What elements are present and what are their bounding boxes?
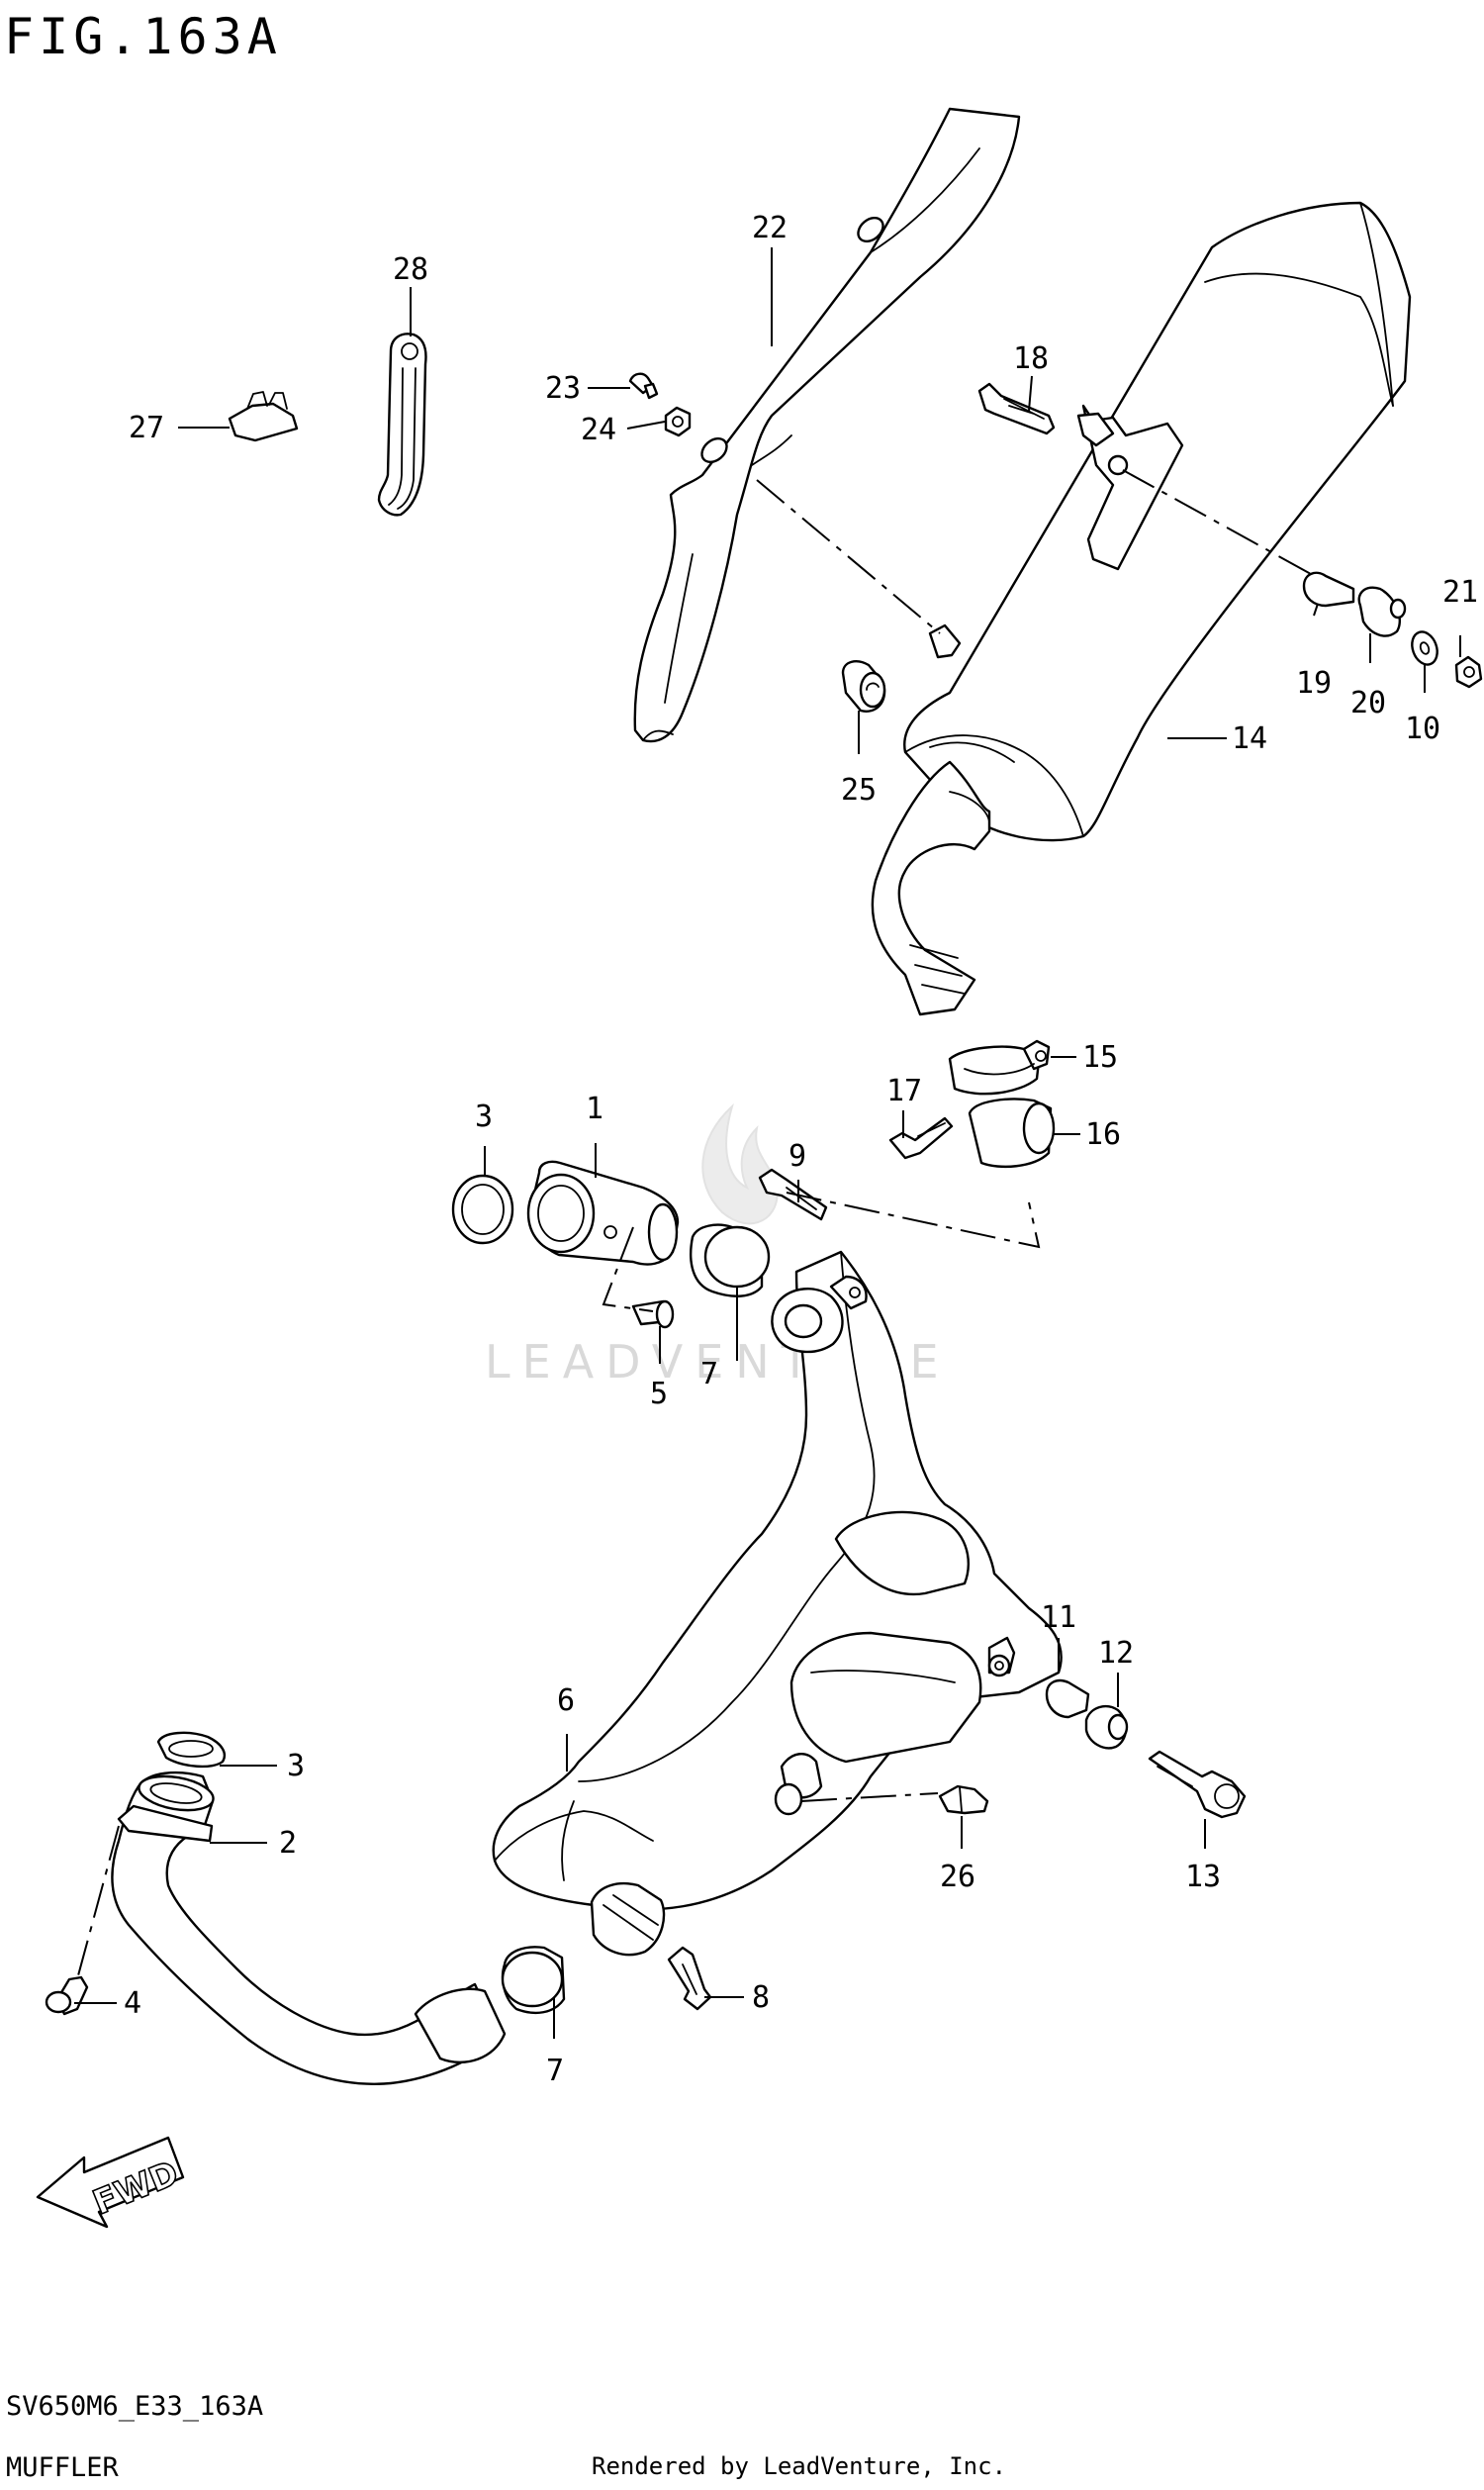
- callout-12: 12: [1098, 1636, 1134, 1671]
- callout-24: 24: [581, 413, 616, 447]
- callout-17: 17: [886, 1074, 922, 1108]
- callout-16: 16: [1085, 1117, 1121, 1152]
- silencer-mount-bolt: [977, 382, 1056, 435]
- callout-19: 19: [1296, 666, 1332, 701]
- lower-clamp-bolt: [667, 1946, 712, 2011]
- muffler-clamp: [948, 1039, 1051, 1096]
- callout-25: 25: [841, 773, 877, 808]
- assembly-lines: [76, 469, 1312, 1980]
- callout-1: 1: [586, 1092, 603, 1126]
- callout-2: 2: [279, 1826, 297, 1861]
- callout-14: 14: [1232, 721, 1267, 756]
- figure-label: FIG.163A: [4, 8, 282, 65]
- rubber-grommet: [841, 660, 886, 713]
- callout-7-lower: 7: [546, 2054, 564, 2088]
- exhaust-pipe-no1: [526, 1160, 680, 1266]
- callout-3-lower: 3: [287, 1749, 305, 1783]
- joint-gasket-upper: [690, 1223, 771, 1297]
- callout-4: 4: [124, 1986, 141, 2021]
- support-strap: [377, 333, 427, 517]
- callout-18: 18: [1013, 341, 1049, 376]
- forward-direction-arrow: FWD: [36, 2136, 185, 2229]
- callout-6: 6: [557, 1683, 575, 1718]
- exhaust-pipe-no2-catalyst: [492, 1250, 1063, 1957]
- callout-7-upper: 7: [700, 1357, 718, 1391]
- model-code: SV650M6_E33_163A: [6, 2391, 263, 2422]
- silencer-muffler: [871, 201, 1412, 1016]
- callout-23: 23: [545, 371, 581, 406]
- callout-9: 9: [788, 1139, 806, 1174]
- callout-3-upper: 3: [475, 1100, 493, 1134]
- callout-15: 15: [1082, 1040, 1118, 1075]
- callout-5: 5: [650, 1377, 668, 1411]
- callout-20: 20: [1350, 686, 1386, 720]
- heat-shield: [633, 107, 1021, 743]
- exhaust-gasket-upper: [451, 1174, 514, 1245]
- exhaust-pipe-no3: [111, 1771, 507, 2085]
- callout-21: 21: [1442, 575, 1478, 610]
- leader-lines: [74, 247, 1461, 2039]
- render-credit: Rendered by LeadVenture, Inc.: [592, 2452, 1006, 2480]
- cable-clip: [228, 391, 299, 442]
- callout-13: 13: [1185, 1860, 1221, 1894]
- flame-logo-icon: [701, 1102, 779, 1225]
- connector-bolt: [888, 1116, 954, 1160]
- callout-26: 26: [940, 1860, 975, 1894]
- callout-labels: 1 2 3 3 4 5 6 7 7 8 9 10 11 12 13 14 15 …: [124, 211, 1478, 2088]
- section-name: MUFFLER: [6, 2452, 120, 2483]
- hanger-bolt-set: [1045, 1678, 1247, 1819]
- muffler-joint-gasket: [968, 1098, 1056, 1169]
- callout-27: 27: [129, 411, 164, 445]
- joint-gasket-lower: [501, 1946, 566, 2015]
- callout-22: 22: [752, 211, 788, 245]
- sensor-stud: [938, 1784, 989, 1815]
- exhaust-gasket-lower: [156, 1731, 227, 1769]
- shield-screw-and-nut: [628, 372, 692, 437]
- callout-10: 10: [1405, 712, 1440, 746]
- flange-bolt: [45, 1975, 89, 2016]
- callout-28: 28: [393, 252, 428, 287]
- stud-bolt: [631, 1299, 675, 1329]
- silencer-mount-hardware: [1302, 571, 1483, 689]
- callout-8: 8: [752, 1980, 770, 2015]
- callout-11: 11: [1041, 1600, 1076, 1635]
